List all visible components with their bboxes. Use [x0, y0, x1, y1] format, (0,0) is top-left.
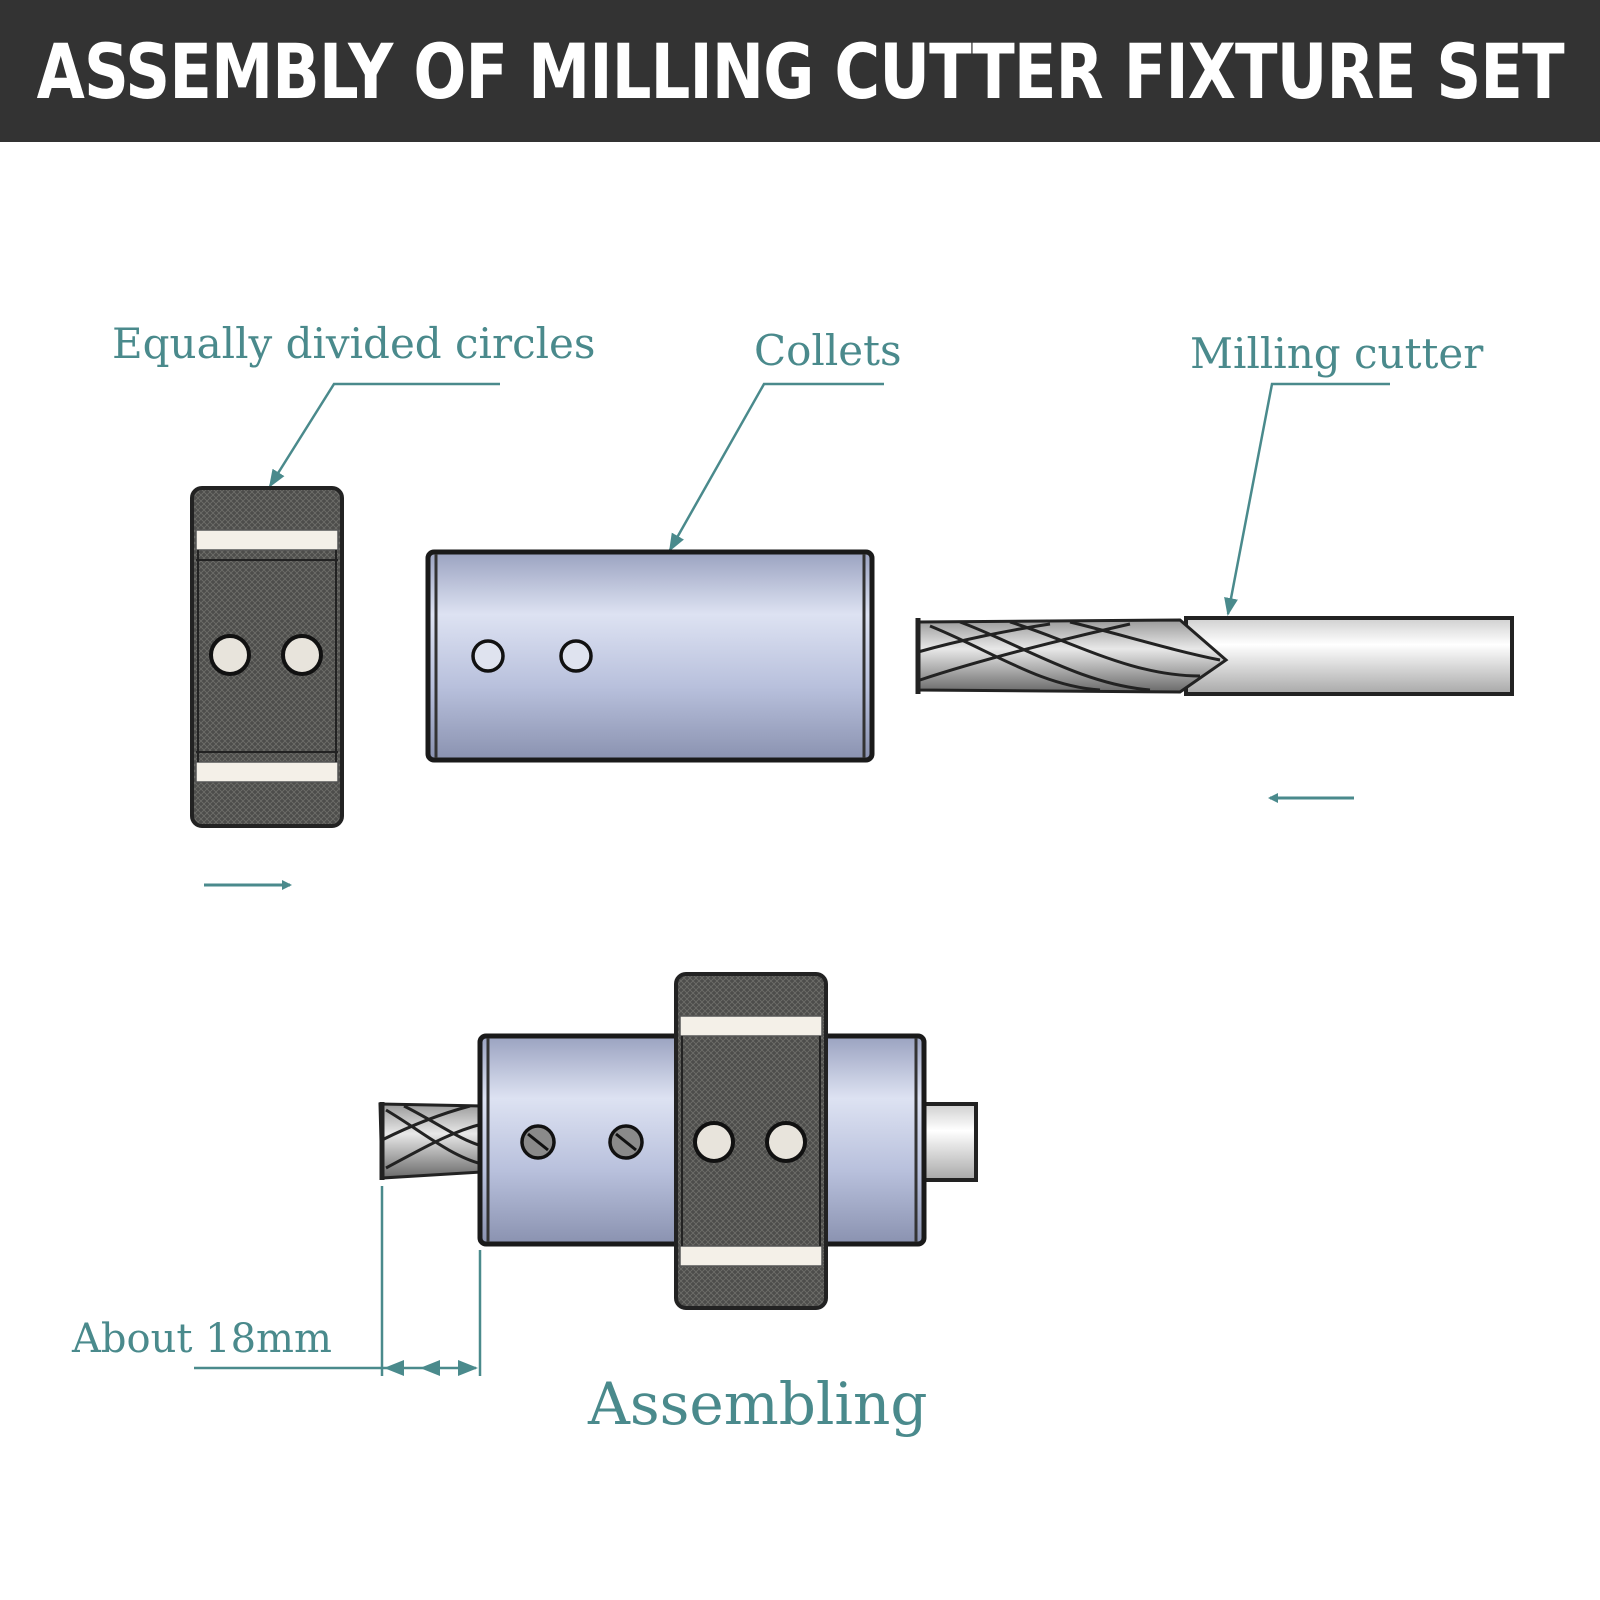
assembled-fixture	[378, 972, 978, 1310]
divided-circle-ring	[190, 486, 344, 828]
ring-hole	[281, 634, 323, 676]
collet-hole	[559, 639, 593, 673]
ring-hole	[693, 1121, 735, 1163]
page-title: ASSEMBLY OF MILLING CUTTER FIXTURE SET	[36, 26, 1564, 116]
label-milling-cutter: Milling cutter	[1190, 329, 1484, 378]
label-collets: Collets	[754, 326, 902, 375]
collet-hole	[471, 639, 505, 673]
leader-milling-cutter	[1224, 382, 1390, 616]
label-distance: About 18mm	[71, 1316, 332, 1362]
collet	[425, 549, 875, 763]
leader-collets	[668, 382, 884, 552]
leader-divided-circles	[268, 382, 500, 488]
collet-screw	[520, 1124, 556, 1160]
milling-cutter	[915, 616, 1514, 696]
dimension-18mm	[194, 1186, 482, 1376]
collet-screw	[608, 1124, 644, 1160]
ring-hole	[209, 634, 251, 676]
title-banner: ASSEMBLY OF MILLING CUTTER FIXTURE SET	[0, 0, 1600, 142]
ring-hole	[765, 1121, 807, 1163]
label-equally-divided-circles: Equally divided circles	[112, 319, 595, 368]
label-assembling: Assembling	[587, 1370, 927, 1438]
